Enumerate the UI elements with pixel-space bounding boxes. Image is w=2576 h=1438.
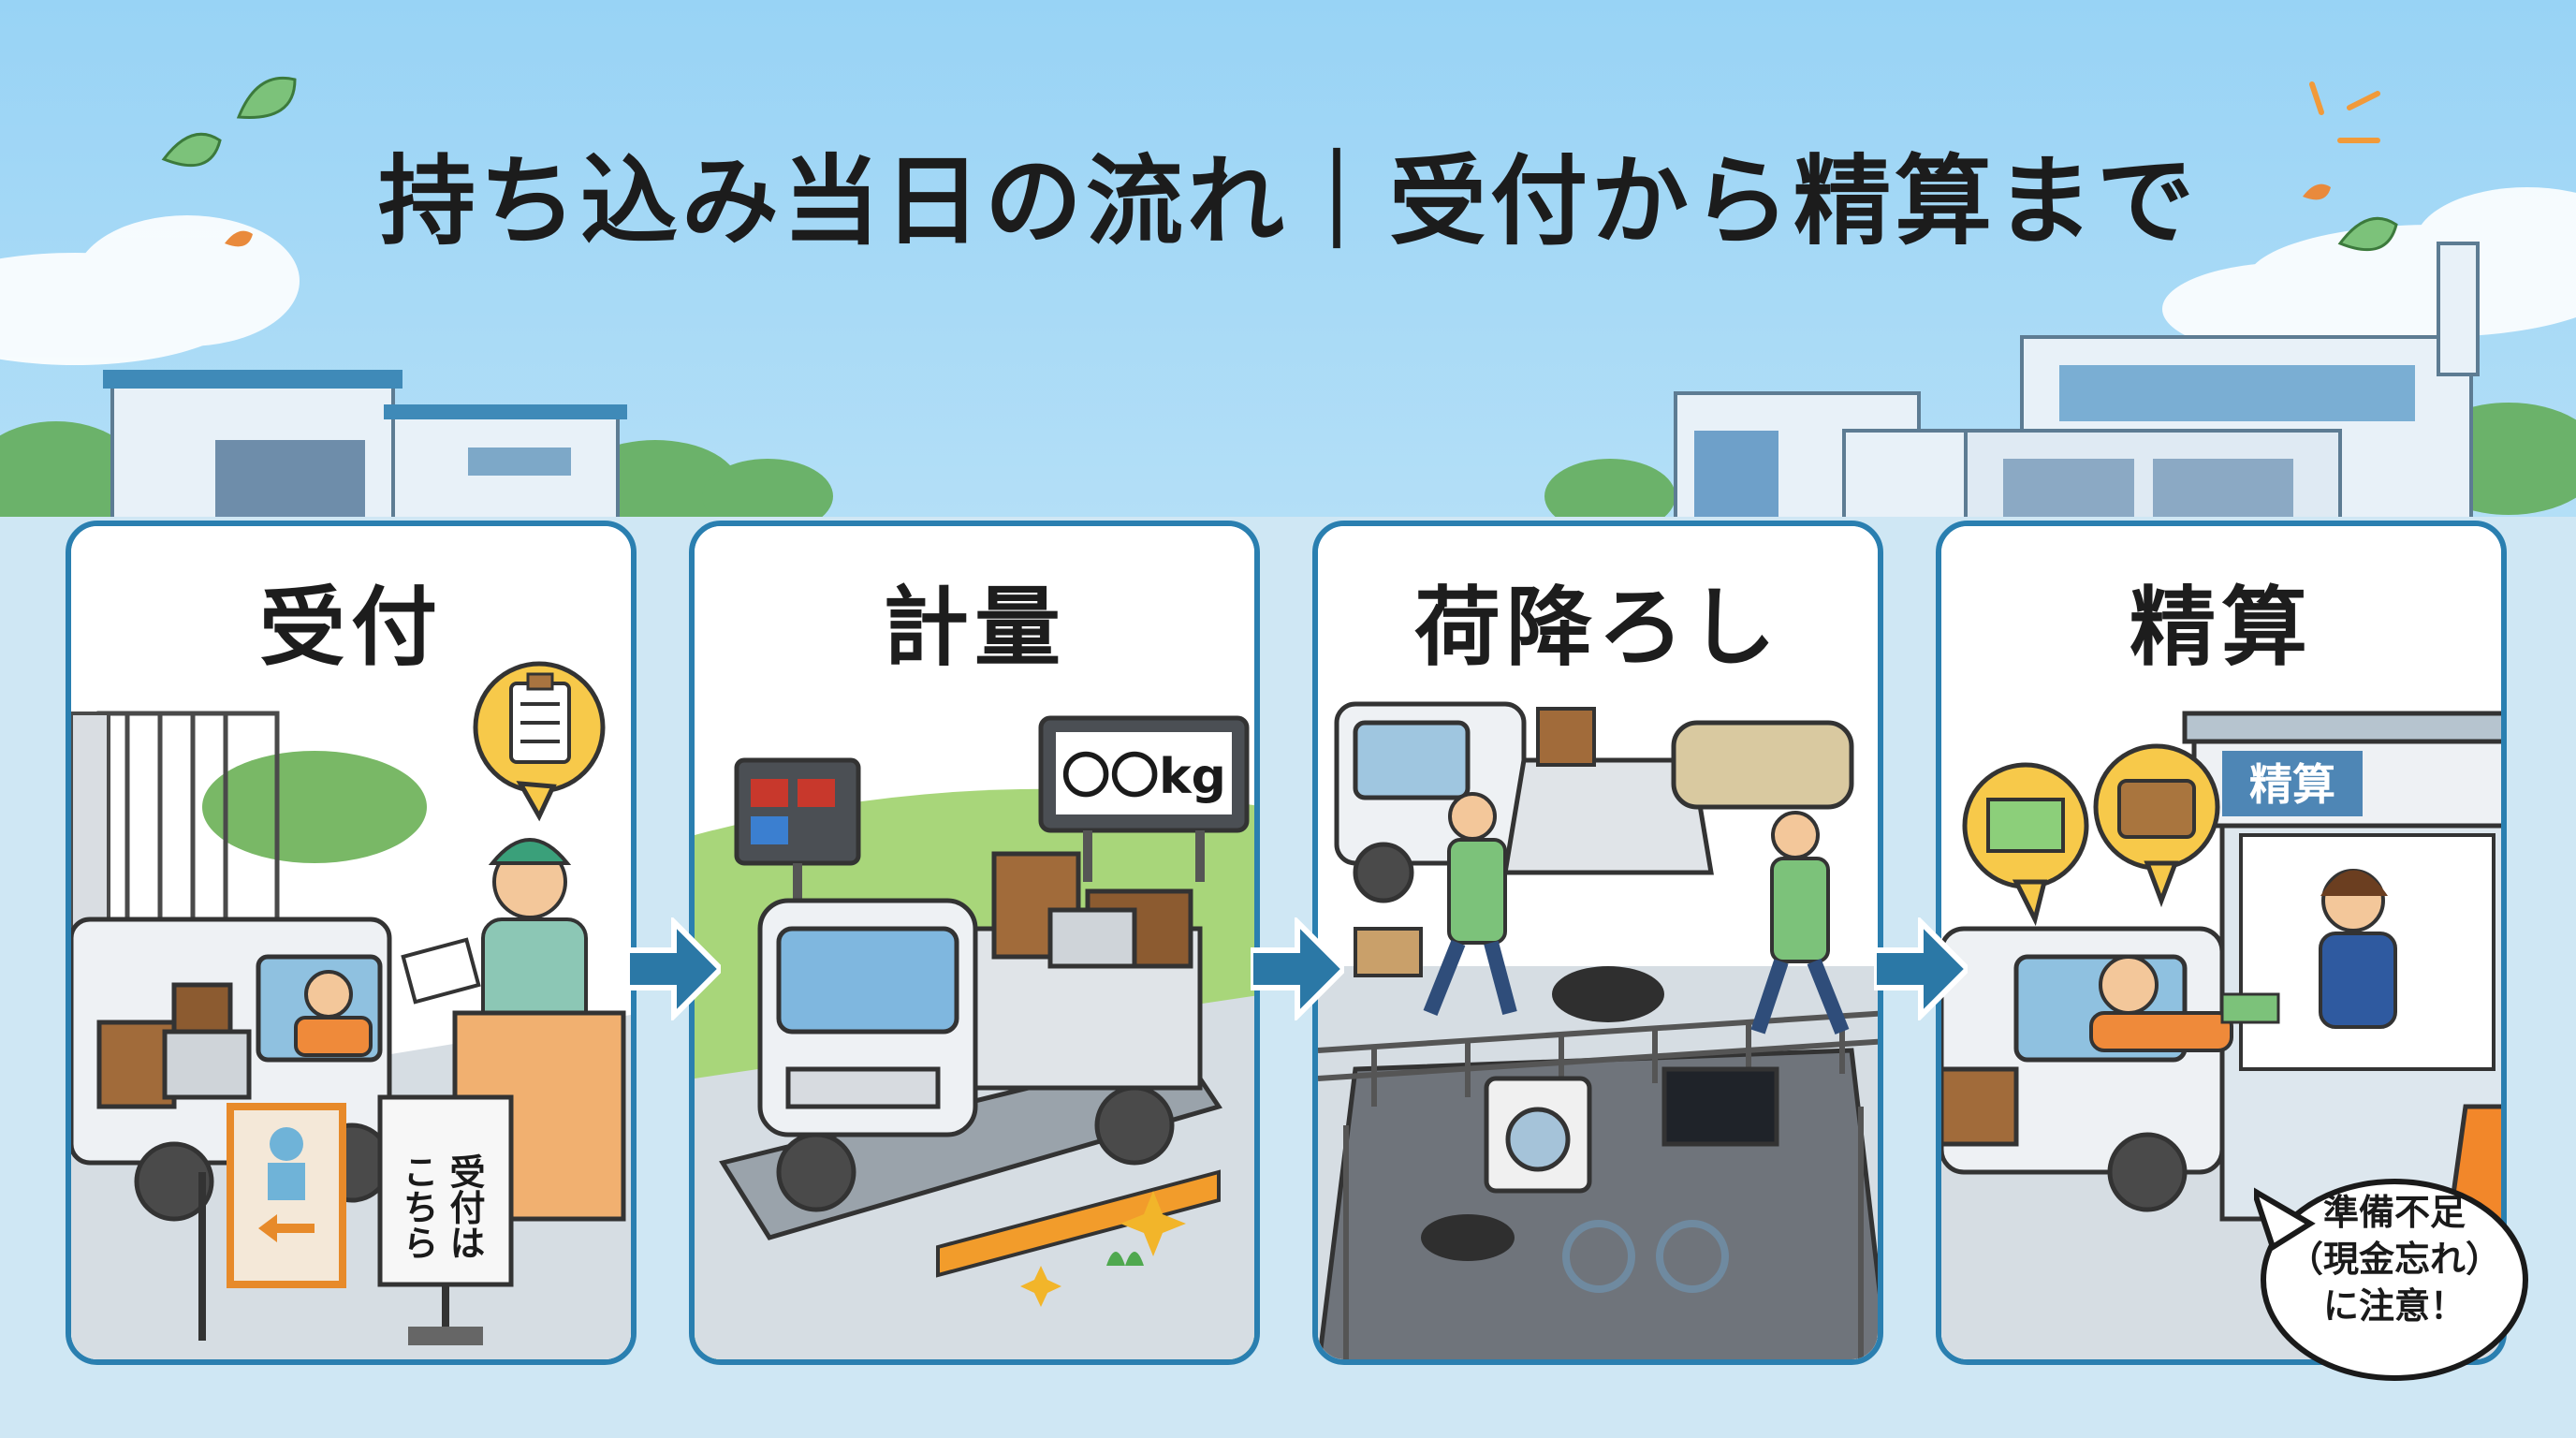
arrow-step1-to-step2 xyxy=(627,917,721,1020)
buildings-left xyxy=(103,370,627,526)
warning-line-3: に注意！ xyxy=(2322,1285,2466,1327)
weight-display-value: 〇〇kg xyxy=(1061,749,1226,805)
warning-line-2: （現金忘れ） xyxy=(2287,1239,2501,1280)
step-title-unloading: 荷降ろし xyxy=(1413,578,1781,678)
reception-sign-col2: こちら xyxy=(397,1153,438,1260)
step-panel-reception: 受付は こちら 受付 xyxy=(66,521,637,1365)
leaf-decorations xyxy=(161,76,2398,252)
step-title-weighing: 計量 xyxy=(882,578,1066,678)
arrow-step3-to-step4 xyxy=(1874,917,1968,1020)
step-panel-weighing: 〇〇kg 計量 xyxy=(689,521,1260,1365)
warning-line-1: 準備不足 xyxy=(2322,1192,2466,1233)
step-panel-unloading: 荷降ろし xyxy=(1312,521,1883,1365)
clouds xyxy=(0,187,2576,365)
page-title: 持ち込み当日の流れ｜受付から精算まで xyxy=(377,144,2198,258)
warning-bubble xyxy=(2254,1179,2528,1381)
reception-illustration: 受付は こちら xyxy=(71,526,631,1359)
warning-text: 準備不足 （現金忘れ） に注意！ xyxy=(2265,1189,2524,1329)
buildings-right xyxy=(1674,242,2480,526)
unloading-illustration xyxy=(1318,526,1878,1359)
arrow-step2-to-step3 xyxy=(1251,917,1344,1020)
payment-illustration: 精算 xyxy=(1941,526,2501,1359)
booth-sign: 精算 xyxy=(2249,759,2335,810)
reception-sign-col1: 受付は xyxy=(444,1153,485,1260)
step-title-payment: 精算 xyxy=(2129,578,2313,678)
step-title-reception: 受付 xyxy=(258,578,443,678)
weighing-illustration: 〇〇kg xyxy=(695,526,1254,1359)
